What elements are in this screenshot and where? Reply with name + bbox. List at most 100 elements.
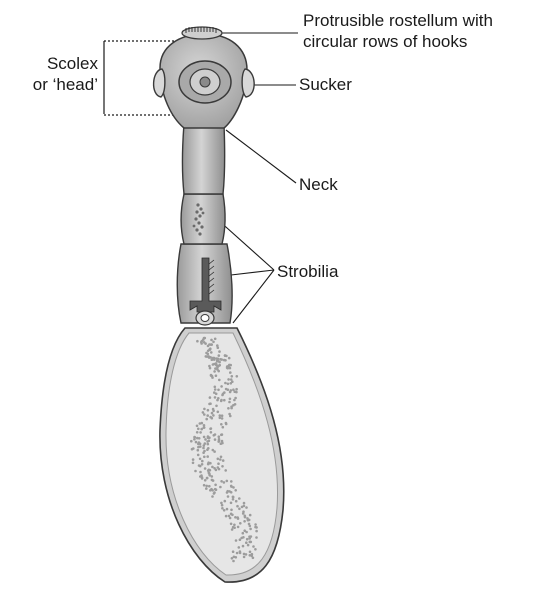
egg-dot [225, 515, 228, 518]
egg-dot [214, 484, 217, 487]
egg-dot [222, 426, 225, 429]
egg-dot [221, 507, 224, 510]
egg-dot [230, 485, 233, 488]
egg-dot [232, 526, 235, 529]
egg-dot [200, 341, 203, 344]
egg-dot [207, 350, 210, 353]
egg-dot [209, 402, 212, 405]
egg-dot [210, 374, 213, 377]
egg-dot [220, 442, 223, 445]
egg-dot [243, 556, 246, 559]
egg-dot [205, 487, 208, 490]
egg-dot [204, 342, 207, 345]
egg-dot [246, 538, 249, 541]
egg-dot [203, 426, 206, 429]
label-scolex: Scolex or ‘head’ [33, 53, 98, 95]
egg-dot [211, 475, 214, 478]
egg-dot [226, 508, 229, 511]
egg-dot [230, 480, 233, 483]
egg-dot [212, 341, 215, 344]
egg-dot [216, 366, 219, 369]
egg-dot [215, 374, 218, 377]
egg-dot [222, 459, 225, 462]
egg-dot [236, 516, 239, 519]
egg-dot [204, 442, 207, 445]
egg-dot [217, 360, 220, 363]
egg-dot [198, 464, 201, 467]
egg-dot [217, 466, 220, 469]
egg-dot [202, 447, 205, 450]
egg-dot [200, 474, 203, 477]
label-scolex-line-1: Scolex [33, 53, 98, 74]
egg-dot [218, 350, 221, 353]
egg-dot [212, 479, 215, 482]
egg-dot [228, 490, 231, 493]
egg-dot [221, 433, 224, 436]
egg-dot [220, 399, 223, 402]
egg-dot [197, 454, 200, 457]
egg-dot [226, 491, 229, 494]
egg-dot [246, 517, 249, 520]
egg-dot [208, 472, 211, 475]
egg-dot [211, 466, 214, 469]
egg-dot [199, 443, 202, 446]
egg-dot [224, 359, 227, 362]
egg-dot [207, 409, 210, 412]
egg-dot [209, 396, 212, 399]
egg-dot [204, 467, 207, 470]
egg-dot [216, 399, 219, 402]
neck [183, 124, 225, 194]
egg-dot [220, 385, 223, 388]
egg-dot [211, 495, 214, 498]
egg-dot [220, 358, 223, 361]
egg-dot [214, 386, 217, 389]
egg-dot [242, 510, 245, 513]
egg-dot [196, 425, 199, 428]
egg-dot [196, 340, 199, 343]
egg-dot [219, 458, 222, 461]
egg-dot [232, 498, 235, 501]
egg-dot [234, 403, 237, 406]
egg-dot [235, 500, 238, 503]
egg-dot [235, 388, 238, 391]
egg-dot [230, 509, 233, 512]
egg-dot [249, 514, 252, 517]
egg-dot [221, 414, 224, 417]
gravid-proglottid-inner [166, 333, 278, 575]
egg-dot [217, 389, 220, 392]
egg-dot [206, 448, 209, 451]
egg-dot [236, 375, 239, 378]
egg-dot [215, 488, 218, 491]
egg-dot [203, 484, 206, 487]
egg-dot [205, 418, 208, 421]
egg-dot [213, 492, 216, 495]
egg-dot [235, 539, 238, 542]
egg-dot [219, 486, 222, 489]
label-scolex-line-2: or ‘head’ [33, 74, 98, 95]
egg-dot [208, 485, 211, 488]
egg-dot [213, 450, 216, 453]
egg-dot [230, 378, 233, 381]
egg-dot [245, 506, 248, 509]
egg-dot [215, 405, 218, 408]
egg-dot [237, 526, 240, 529]
egg-dot [247, 544, 250, 547]
egg-dot [211, 417, 214, 420]
egg-dot [235, 556, 238, 559]
egg-dot [231, 375, 234, 378]
egg-dot [199, 445, 202, 448]
egg-dot [216, 368, 219, 371]
egg-dot [210, 339, 213, 342]
egg-dot [211, 489, 214, 492]
egg-dot [224, 382, 227, 385]
egg-dot [249, 551, 252, 554]
egg-dot [245, 541, 248, 544]
egg-dot [225, 422, 228, 425]
right-sucker [242, 69, 254, 97]
egg-dot [196, 437, 199, 440]
egg-dot [244, 516, 247, 519]
egg-dot [213, 370, 216, 373]
egg-dot [224, 500, 227, 503]
egg-dot [214, 433, 217, 436]
label-sucker: Sucker [299, 74, 352, 95]
